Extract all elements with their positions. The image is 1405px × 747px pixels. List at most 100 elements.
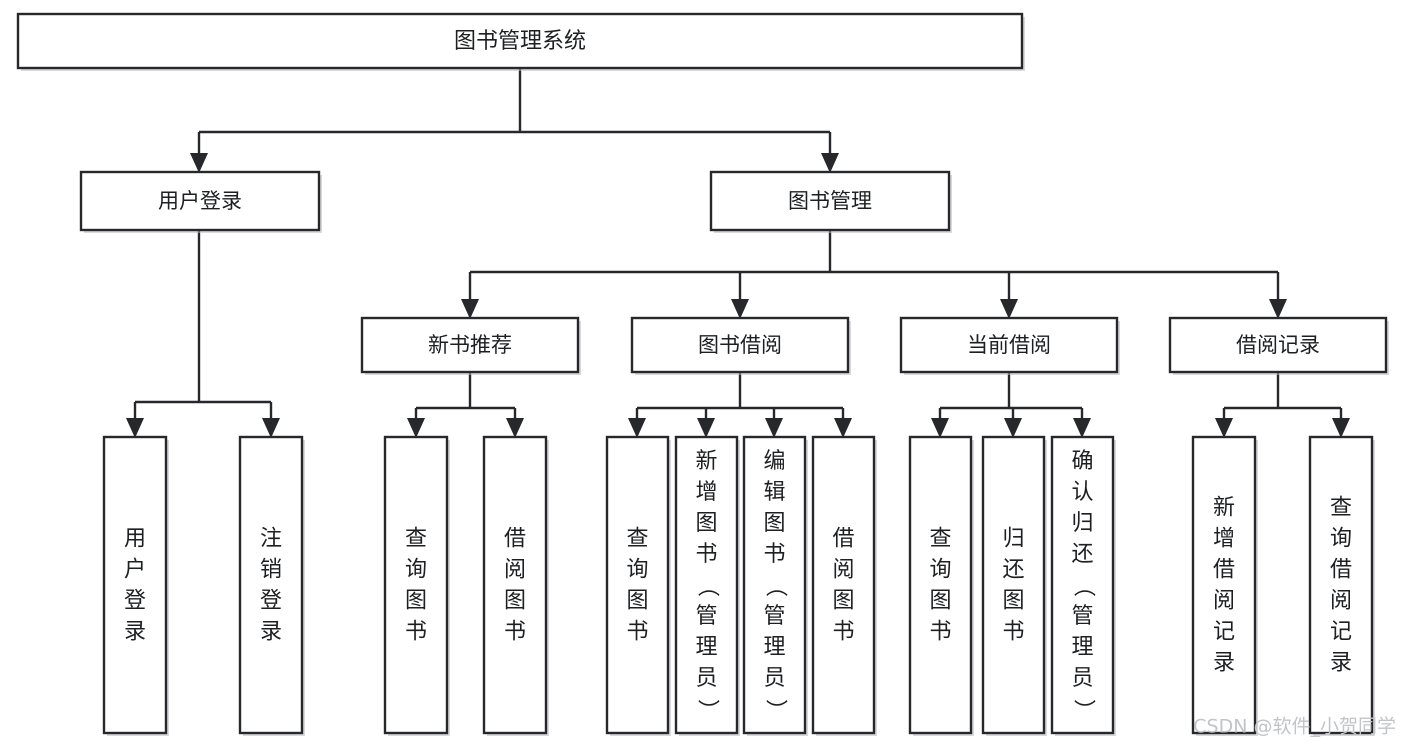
node-rect[interactable] bbox=[709, 170, 951, 232]
node-leaf-leaf-query-book-recommend[interactable]: 查询图书查询图书 bbox=[383, 435, 450, 736]
node-label-char: 询 bbox=[626, 558, 648, 583]
node-rect[interactable] bbox=[1308, 435, 1374, 735]
node-label-char: 登 bbox=[260, 589, 282, 614]
node-rect[interactable] bbox=[383, 435, 449, 735]
node-label-char: 借 bbox=[504, 527, 526, 552]
node-label-char: 借 bbox=[832, 527, 854, 552]
node-rect[interactable] bbox=[899, 316, 1119, 374]
node-label-char: 书 bbox=[504, 620, 526, 645]
node-rect[interactable] bbox=[482, 435, 548, 735]
node-rect[interactable] bbox=[238, 435, 304, 735]
node-label-char: 询 bbox=[929, 558, 951, 583]
node-leaf-leaf-query-book-borrow[interactable]: 查询图书查询图书 bbox=[605, 435, 671, 736]
node-rect[interactable] bbox=[102, 435, 168, 735]
node-label-char: 阅 bbox=[1213, 589, 1235, 614]
node-label-char: 新 bbox=[1213, 496, 1235, 521]
node-label-char: 查 bbox=[626, 527, 648, 552]
node-root-root[interactable]: 图书管理系统 bbox=[16, 12, 1025, 71]
node-rect[interactable] bbox=[360, 316, 580, 374]
connector-bus-current-borrow bbox=[931, 372, 1091, 438]
node-label-char: ） bbox=[695, 699, 720, 721]
node-label: 图书管理 bbox=[788, 189, 872, 213]
node-label-char: 理 bbox=[1071, 635, 1093, 660]
node-label-char: 户 bbox=[124, 558, 146, 583]
node-label-char: 查 bbox=[1330, 496, 1352, 521]
node-label-char: （ bbox=[695, 575, 720, 597]
node-label-char: 录 bbox=[1213, 651, 1235, 676]
node-label: 新书推荐 bbox=[428, 333, 512, 357]
node-label-char: 用 bbox=[124, 527, 146, 552]
node-label-char: 录 bbox=[124, 620, 146, 645]
node-leaf-leaf-user-login[interactable]: 用户登录用户登录 bbox=[102, 435, 169, 736]
node-label-char: 阅 bbox=[1330, 589, 1352, 614]
node-label-char: 员 bbox=[695, 666, 717, 691]
node-label-char: 注 bbox=[260, 527, 282, 552]
node-rect[interactable] bbox=[908, 435, 973, 735]
node-label-char: （ bbox=[1071, 575, 1096, 597]
node-label-char: 确 bbox=[1071, 449, 1093, 474]
node-label-char: 员 bbox=[1071, 666, 1093, 691]
node-label-char: 员 bbox=[763, 666, 785, 691]
node-label-char: 编 bbox=[763, 449, 785, 474]
node-label-char: 还 bbox=[1002, 558, 1024, 583]
node-rect[interactable] bbox=[79, 170, 321, 232]
connector-bus-new-book-recommend bbox=[407, 372, 524, 438]
node-label-char: （ bbox=[763, 575, 788, 597]
node-level3-new-book-recommend[interactable]: 新书推荐 bbox=[360, 316, 581, 375]
node-label-char: 查 bbox=[405, 527, 427, 552]
node-label-char: 管 bbox=[695, 604, 717, 629]
node-label-char: 图 bbox=[504, 589, 526, 614]
node-label-char: ） bbox=[1071, 699, 1096, 721]
node-label-char: 阅 bbox=[504, 558, 526, 583]
node-label: 图书管理系统 bbox=[454, 29, 586, 54]
node-rect[interactable] bbox=[1191, 435, 1257, 735]
node-level2-user-login[interactable]: 用户登录 bbox=[79, 170, 322, 233]
connector-bus-book-borrow bbox=[628, 372, 852, 438]
node-leaf-leaf-borrow-book[interactable]: 借阅图书借阅图书 bbox=[811, 435, 877, 736]
node-label-char: 借 bbox=[1213, 558, 1235, 583]
node-level2-book-management[interactable]: 图书管理 bbox=[709, 170, 952, 233]
node-rect[interactable] bbox=[981, 435, 1046, 735]
node-leaf-leaf-logout[interactable]: 注销登录注销登录 bbox=[238, 435, 305, 736]
node-label-char: 增 bbox=[1213, 527, 1235, 552]
node-label-char: 理 bbox=[695, 635, 717, 660]
node-label-char: 录 bbox=[260, 620, 282, 645]
node-rect[interactable] bbox=[605, 435, 670, 735]
node-label-char: 录 bbox=[1330, 651, 1352, 676]
node-label-char: 记 bbox=[1330, 620, 1352, 645]
node-leaf-leaf-borrow-book-recommend[interactable]: 借阅图书借阅图书 bbox=[482, 435, 549, 736]
node-label-char: 图 bbox=[405, 589, 427, 614]
connector-trunk-root bbox=[190, 68, 839, 173]
node-level3-book-borrow[interactable]: 图书借阅 bbox=[630, 316, 851, 375]
node-rect[interactable] bbox=[811, 435, 876, 735]
node-leaf-leaf-query-borrow-record[interactable]: 查询借阅记录查询借阅记录 bbox=[1308, 435, 1375, 736]
node-rect[interactable] bbox=[16, 12, 1024, 70]
node-level3-borrow-record[interactable]: 借阅记录 bbox=[1168, 316, 1389, 375]
node-label: 用户登录 bbox=[158, 189, 242, 213]
connector-layer bbox=[126, 68, 1350, 438]
node-rect[interactable] bbox=[1050, 435, 1115, 735]
node-label-char: 图 bbox=[929, 589, 951, 614]
node-rect[interactable] bbox=[742, 435, 807, 735]
node-rect[interactable] bbox=[630, 316, 850, 374]
node-label-char: 认 bbox=[1071, 480, 1093, 505]
node-label-char: 新 bbox=[695, 449, 717, 474]
node-label-char: 书 bbox=[695, 542, 717, 567]
node-label-char: 书 bbox=[832, 620, 854, 645]
node-leaf-leaf-query-book-current[interactable]: 查询图书查询图书 bbox=[908, 435, 974, 736]
node-label-char: 询 bbox=[405, 558, 427, 583]
node-label-char: 图 bbox=[763, 511, 785, 536]
node-leaf-leaf-add-borrow-record[interactable]: 新增借阅记录新增借阅记录 bbox=[1191, 435, 1258, 736]
node-leaf-leaf-return-book[interactable]: 归还图书归还图书 bbox=[981, 435, 1047, 736]
node-rect[interactable] bbox=[674, 435, 739, 735]
node-rect[interactable] bbox=[1168, 316, 1388, 374]
node-label: 借阅记录 bbox=[1236, 333, 1320, 357]
node-level3-current-borrow[interactable]: 当前借阅 bbox=[899, 316, 1120, 375]
connector-bus-user-login bbox=[126, 230, 280, 438]
node-label-char: ） bbox=[763, 699, 788, 721]
